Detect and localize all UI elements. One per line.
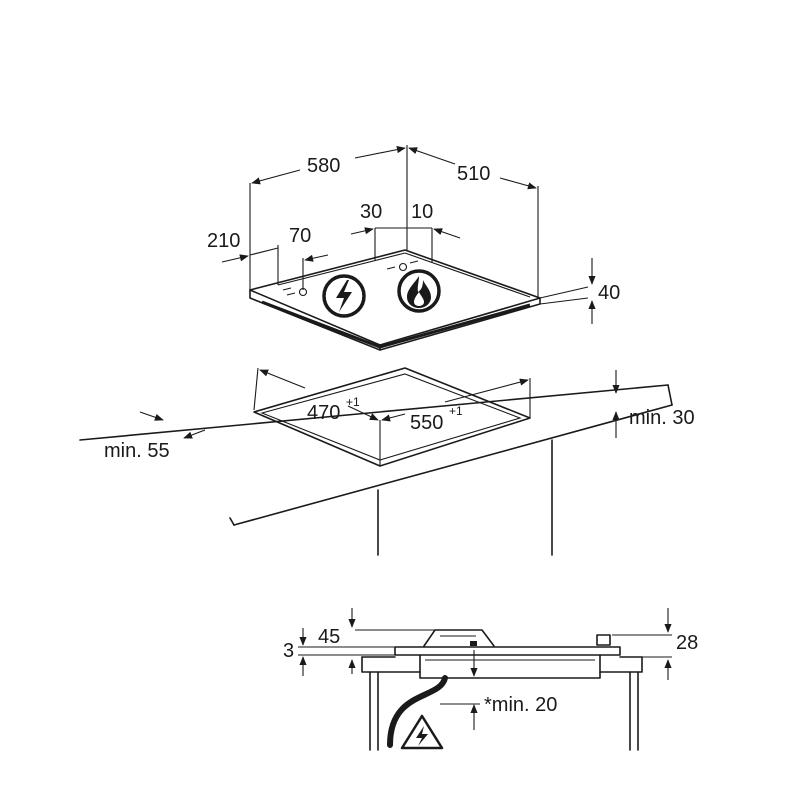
label-front-clearance: min. 55 (104, 440, 170, 462)
label-left-inset: 70 (289, 225, 311, 247)
label-cutout-width: 550 (410, 412, 443, 434)
section-dimensions (298, 608, 672, 730)
lightning-bolt-icon (322, 274, 366, 318)
label-section-burner-height: 45 (318, 626, 340, 648)
cutout-dimensions (139, 367, 620, 466)
label-cutout-width-tolerance: +1 (449, 404, 463, 418)
hob-dimensions (221, 145, 596, 324)
label-back-offset: 30 (360, 201, 382, 223)
label-hob-height: 40 (598, 282, 620, 304)
label-back-inset: 10 (411, 201, 433, 223)
section-drawing (361, 629, 643, 751)
label-width: 580 (307, 155, 340, 177)
worktop-drawing (79, 367, 673, 556)
electric-hazard-warning-icon (400, 714, 444, 750)
label-cutout-depth: 470 (307, 402, 340, 424)
hob-drawing (249, 249, 541, 351)
flame-icon (397, 269, 441, 313)
label-cutout-depth-tolerance: +1 (346, 395, 360, 409)
dimension-labels: 580 510 210 70 30 10 40 470 +1 550 +1 mi… (104, 155, 698, 716)
label-left-offset: 210 (207, 230, 240, 252)
label-section-small: 3 (283, 640, 294, 662)
label-rear-clearance: min. 30 (629, 407, 695, 429)
label-section-below-clearance: *min. 20 (484, 694, 557, 716)
label-section-right-height: 28 (676, 632, 698, 654)
label-depth: 510 (457, 163, 490, 185)
